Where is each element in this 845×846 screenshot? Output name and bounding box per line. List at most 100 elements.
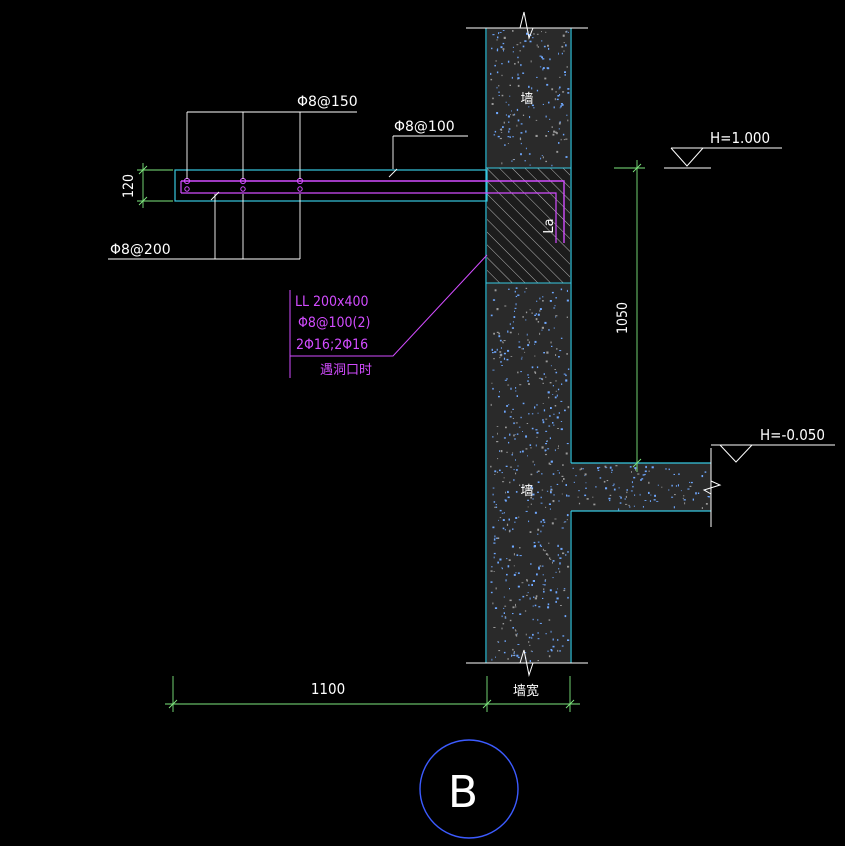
speckle: [512, 159, 515, 161]
speckle: [529, 40, 532, 43]
speckle: [516, 433, 519, 435]
speckle: [506, 405, 508, 407]
speckle: [525, 287, 528, 289]
speckle: [522, 431, 523, 432]
rebar-label-slab: Φ8@100: [394, 119, 455, 135]
speckle: [555, 354, 557, 356]
speckle: [503, 36, 506, 39]
speckle: [502, 481, 505, 483]
dim-label-cantilever: 1100: [311, 680, 345, 698]
speckle: [563, 478, 565, 480]
speckle: [566, 30, 568, 33]
speckle: [556, 597, 559, 600]
speckle: [503, 596, 505, 598]
speckle: [494, 535, 496, 538]
speckle: [538, 377, 541, 379]
speckle: [555, 591, 558, 594]
speckle: [518, 599, 521, 601]
speckle: [504, 305, 507, 307]
speckle: [500, 128, 503, 131]
speckle: [558, 88, 560, 90]
speckle: [531, 427, 534, 430]
speckle: [498, 395, 500, 398]
speckle: [557, 639, 559, 641]
speckle: [547, 554, 549, 556]
speckle: [560, 288, 563, 291]
speckle: [509, 619, 512, 622]
speckle: [682, 497, 684, 499]
speckle: [523, 348, 524, 350]
speckle: [512, 321, 514, 323]
speckle: [517, 61, 519, 64]
speckle: [613, 483, 615, 486]
speckle: [521, 486, 524, 488]
speckle: [545, 443, 547, 445]
speckle: [550, 490, 552, 492]
speckle: [551, 126, 553, 128]
speckle: [546, 440, 548, 442]
speckle: [504, 529, 506, 531]
speckle: [528, 341, 530, 344]
speckle: [542, 58, 545, 60]
speckle: [557, 554, 559, 557]
speckle: [567, 596, 569, 599]
speckle: [506, 573, 508, 576]
speckle: [534, 371, 536, 373]
speckle: [628, 504, 630, 507]
speckle: [501, 615, 503, 618]
speckle: [565, 31, 567, 33]
speckle: [527, 499, 529, 501]
speckle: [511, 654, 513, 657]
speckle: [491, 658, 493, 661]
speckle: [512, 51, 514, 53]
speckle: [566, 443, 569, 445]
speckle: [511, 110, 512, 112]
speckle: [531, 650, 533, 653]
speckle: [552, 560, 555, 562]
speckle: [507, 490, 509, 493]
speckle: [540, 545, 542, 547]
speckle: [564, 71, 566, 73]
speckle: [644, 473, 646, 476]
elevation-label-upper: H=1.000: [710, 129, 770, 147]
speckle: [673, 506, 675, 509]
speckle: [559, 562, 561, 565]
speckle: [690, 481, 693, 484]
speckle: [520, 142, 522, 145]
speckle: [548, 101, 550, 104]
speckle: [565, 44, 567, 47]
speckle: [517, 294, 520, 296]
speckle: [547, 650, 549, 652]
speckle: [492, 487, 495, 489]
speckle: [524, 610, 527, 612]
speckle: [557, 428, 559, 429]
speckle: [490, 465, 492, 468]
speckle: [508, 518, 510, 521]
speckle: [531, 413, 534, 415]
speckle: [566, 114, 568, 116]
speckle: [538, 567, 540, 570]
speckle: [518, 426, 521, 428]
speckle: [542, 296, 544, 298]
speckle: [537, 481, 540, 483]
speckle: [611, 471, 613, 473]
slab-top-rebar: [181, 180, 565, 243]
speckle: [507, 60, 510, 63]
speckle: [661, 486, 663, 488]
dim-tick: [632, 458, 642, 468]
speckle: [542, 156, 544, 159]
speckle: [598, 466, 601, 468]
speckle: [542, 525, 544, 527]
speckle: [530, 650, 532, 652]
speckle: [498, 332, 500, 335]
speckle: [539, 55, 542, 57]
speckle: [496, 86, 498, 89]
speckle: [493, 332, 495, 335]
speckle: [494, 607, 498, 609]
speckle: [514, 629, 516, 631]
speckle: [507, 496, 510, 499]
speckle: [535, 134, 538, 137]
speckle: [513, 651, 515, 652]
